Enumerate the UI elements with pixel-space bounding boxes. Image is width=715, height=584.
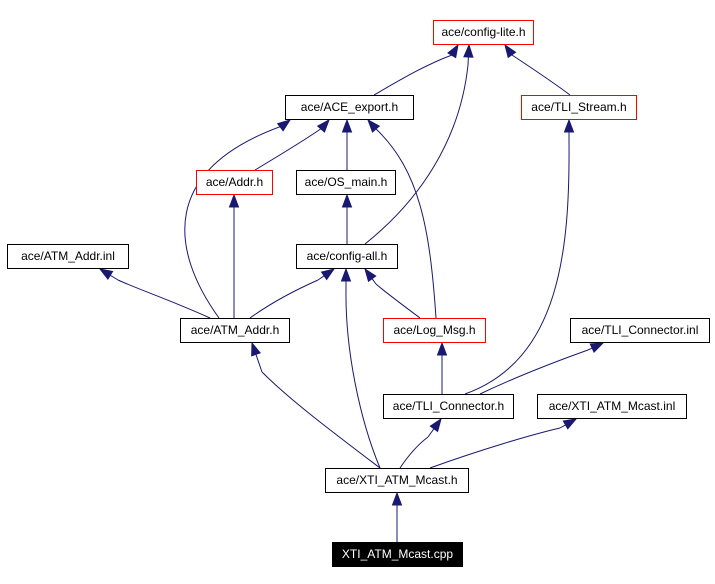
edge-atm-addr-to-config-all	[249, 279, 319, 319]
node-xti-atm-mcast-h[interactable]: ace/XTI_ATM_Mcast.h	[325, 468, 469, 493]
edge-atm-addr-to-ace-export-arrowhead	[276, 119, 292, 132]
edge-tli-connector-to-tli-stream-arrowhead	[563, 118, 575, 133]
edge-atm-addr-to-ace-export	[184, 125, 283, 319]
edge-tli-connector-to-tli-connector-inl-arrowhead	[589, 342, 605, 354]
edge-addr-to-ace-export	[254, 127, 323, 171]
edge-config-all-to-config-lite-arrowhead	[463, 43, 474, 58]
edge-os-main-to-ace-export-arrowhead	[341, 118, 353, 133]
edge-config-all-to-config-lite	[364, 64, 469, 245]
edge-atm-addr-to-atm-addr-inl-connector	[109, 274, 119, 281]
edge-atm-addr-to-atm-addr-inl	[117, 279, 211, 319]
edge-config-all-to-os-main-arrowhead	[341, 193, 353, 208]
node-tli-connector-inl[interactable]: ace/TLI_Connector.inl	[570, 318, 710, 343]
node-xti-atm-mcast-cpp: XTI_ATM_Mcast.cpp	[332, 542, 463, 567]
node-config-all[interactable]: ace/config-all.h	[296, 244, 398, 269]
edge-log-msg-to-ace-export	[374, 127, 437, 319]
edge-atm-addr-to-config-all-connector	[317, 275, 325, 281]
edge-xti-mcast-to-xti-mcast-inl-connector	[559, 424, 566, 429]
edge-xti-mcast-to-xti-mcast-inl-arrowhead	[562, 418, 578, 430]
edge-xti-mcast-to-xti-mcast-inl	[429, 427, 561, 469]
node-addr[interactable]: ace/Addr.h	[196, 170, 273, 195]
edge-xti-mcast-to-atm-addr-connector	[255, 354, 263, 373]
edge-xti-mcast-to-tli-connector	[399, 436, 429, 469]
node-log-msg[interactable]: ace/Log_Msg.h	[383, 318, 486, 343]
edge-tli-stream-to-config-lite-arrowhead	[504, 43, 517, 59]
node-tli-stream[interactable]: ace/TLI_Stream.h	[521, 95, 637, 120]
edge-ace-export-to-config-lite-arrowhead	[447, 43, 459, 59]
edge-atm-addr-to-config-all-arrowhead	[320, 268, 336, 281]
edge-tli-connector-to-tli-connector-inl-connector	[587, 347, 593, 351]
node-atm-addr-inl[interactable]: ace/ATM_Addr.inl	[7, 244, 129, 269]
edge-log-msg-to-config-all	[375, 283, 421, 319]
edge-xti-mcast-to-atm-addr-arrowhead	[251, 341, 262, 357]
edge-xti-mcast-to-config-all-arrowhead	[340, 267, 352, 282]
node-config-lite[interactable]: ace/config-lite.h	[433, 20, 534, 45]
edge-atm-addr-to-addr-arrowhead	[228, 193, 240, 208]
node-atm-addr[interactable]: ace/ATM_Addr.h	[180, 318, 290, 343]
node-tli-connector[interactable]: ace/TLI_Connector.h	[383, 394, 514, 419]
edge-ace-export-to-config-lite	[373, 54, 453, 96]
edge-cpp-to-xti-mcast-h-arrowhead	[391, 491, 403, 506]
edge-tli-connector-to-log-msg-arrowhead	[436, 341, 448, 356]
edge-addr-to-ace-export-arrowhead	[316, 118, 330, 133]
edge-xti-mcast-to-config-all	[345, 287, 381, 469]
edge-xti-mcast-to-atm-addr	[261, 371, 381, 469]
edge-log-msg-to-ace-export-arrowhead	[367, 118, 381, 133]
node-os-main[interactable]: ace/OS_main.h	[296, 170, 396, 195]
edge-xti-mcast-to-tli-connector-arrowhead	[429, 417, 442, 433]
edge-tli-stream-to-config-lite	[511, 54, 571, 96]
node-ace-export[interactable]: ace/ACE_export.h	[285, 95, 414, 120]
edge-tli-connector-to-tli-stream	[464, 139, 570, 395]
edge-log-msg-to-config-all-arrowhead	[364, 267, 377, 283]
edge-atm-addr-to-atm-addr-inl-arrowhead	[98, 268, 114, 280]
node-xti-atm-mcast-inl[interactable]: ace/XTI_ATM_Mcast.inl	[537, 394, 687, 419]
edge-tli-connector-to-tli-connector-inl	[479, 349, 589, 395]
edge-log-msg-to-config-all-connector	[371, 278, 377, 285]
edge-xti-mcast-to-tli-connector-connector	[427, 428, 435, 438]
